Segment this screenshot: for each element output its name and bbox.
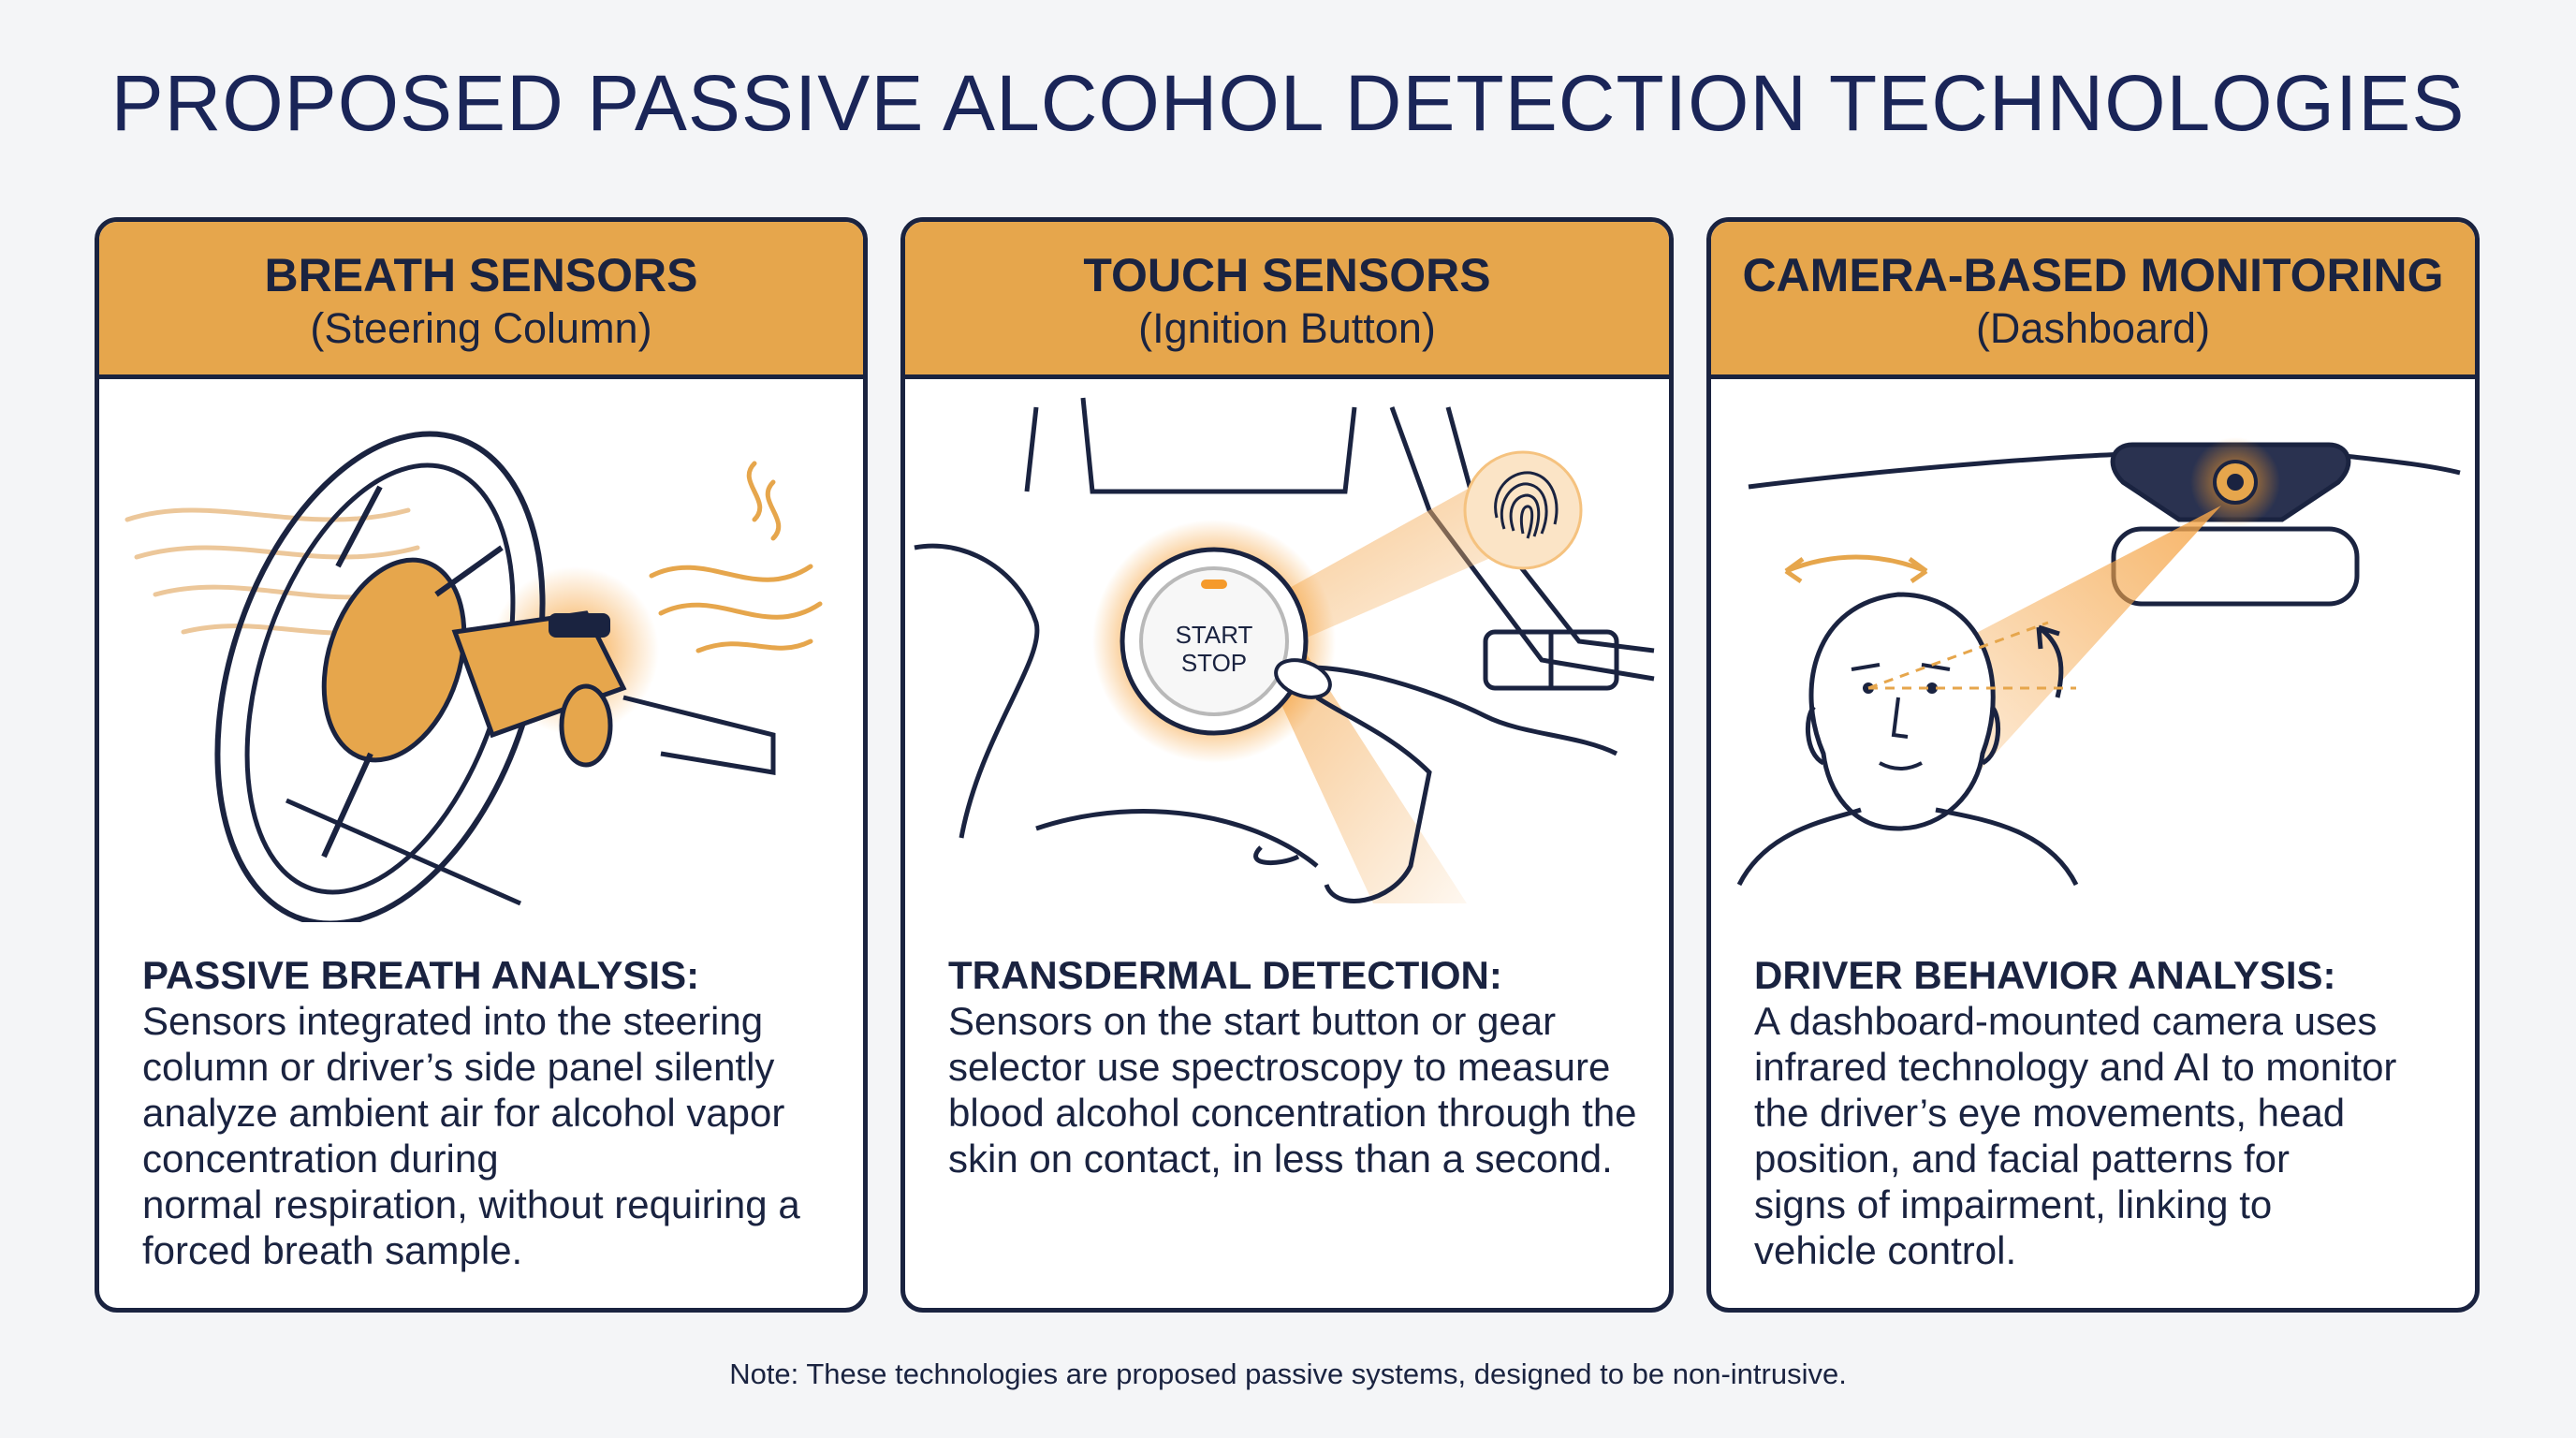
- card-title: TOUCH SENSORS: [1083, 249, 1491, 301]
- button-label-stop: STOP: [1181, 649, 1247, 677]
- description-line: signs of impairment, linking to: [1754, 1182, 2273, 1226]
- description-line: concentration during: [142, 1137, 499, 1181]
- start-stop-button-icon: START STOP: [914, 397, 1655, 903]
- description-line: position, and facial patterns for: [1754, 1137, 2291, 1181]
- dashboard-camera-illustration: [1711, 379, 2475, 1147]
- description-heading: TRANSDERMAL DETECTION:: [948, 953, 1502, 997]
- description-line: column or driver’s side panel silently: [142, 1045, 775, 1089]
- card-title: CAMERA-BASED MONITORING: [1742, 249, 2444, 301]
- description-heading: DRIVER BEHAVIOR ANALYSIS:: [1754, 953, 2336, 997]
- description-line: selector use spectroscopy to measure: [948, 1045, 1611, 1089]
- dashboard-camera-icon: [1736, 437, 2461, 887]
- button-label-start: START: [1176, 621, 1253, 649]
- card-description: PASSIVE BREATH ANALYSIS: Sensors integra…: [142, 952, 835, 1273]
- card-header: BREATH SENSORS (Steering Column): [99, 222, 863, 379]
- description-line: Sensors on the start button or gear: [948, 999, 1557, 1043]
- footnote: Note: These technologies are proposed pa…: [729, 1357, 1847, 1390]
- description-line: skin on contact, in less than a second.: [948, 1137, 1613, 1181]
- description-line: infrared technology and AI to monitor: [1754, 1045, 2397, 1089]
- page-title: PROPOSED PASSIVE ALCOHOL DETECTION TECHN…: [110, 59, 2466, 147]
- description-line: normal respiration, without requiring a: [142, 1182, 800, 1226]
- steering-wheel-icon: [124, 431, 823, 922]
- card-header: TOUCH SENSORS (Ignition Button): [905, 222, 1669, 379]
- card-camera-monitoring: CAMERA-BASED MONITORING (Dashboard): [1706, 217, 2480, 1313]
- description-line: the driver’s eye movements, head: [1754, 1091, 2346, 1135]
- card-description: TRANSDERMAL DETECTION: Sensors on the st…: [948, 952, 1641, 1181]
- card-touch-sensors: TOUCH SENSORS (Ignition Button): [900, 217, 1674, 1313]
- card-title: BREATH SENSORS: [264, 249, 698, 301]
- description-line: forced breath sample.: [142, 1228, 523, 1272]
- description-line: analyze ambient air for alcohol vapor: [142, 1091, 785, 1135]
- description-line: blood alcohol concentration through the: [948, 1091, 1637, 1135]
- card-subtitle: (Ignition Button): [1138, 304, 1436, 352]
- card-description: DRIVER BEHAVIOR ANALYSIS: A dashboard-mo…: [1754, 952, 2447, 1273]
- description-line: Sensors integrated into the steering: [142, 999, 764, 1043]
- description-line: A dashboard-mounted camera uses: [1754, 999, 2378, 1043]
- card-subtitle: (Steering Column): [310, 304, 652, 352]
- fingerprint-icon: [1494, 471, 1559, 539]
- ignition-button-illustration: START STOP: [905, 379, 1669, 1147]
- card-subtitle: (Dashboard): [1975, 304, 2211, 352]
- description-heading: PASSIVE BREATH ANALYSIS:: [142, 953, 700, 997]
- steering-wheel-illustration: [99, 379, 863, 1147]
- card-breath-sensors: BREATH SENSORS (Steering Column): [95, 217, 868, 1313]
- description-line: vehicle control.: [1754, 1228, 2017, 1272]
- card-header: CAMERA-BASED MONITORING (Dashboard): [1711, 222, 2475, 379]
